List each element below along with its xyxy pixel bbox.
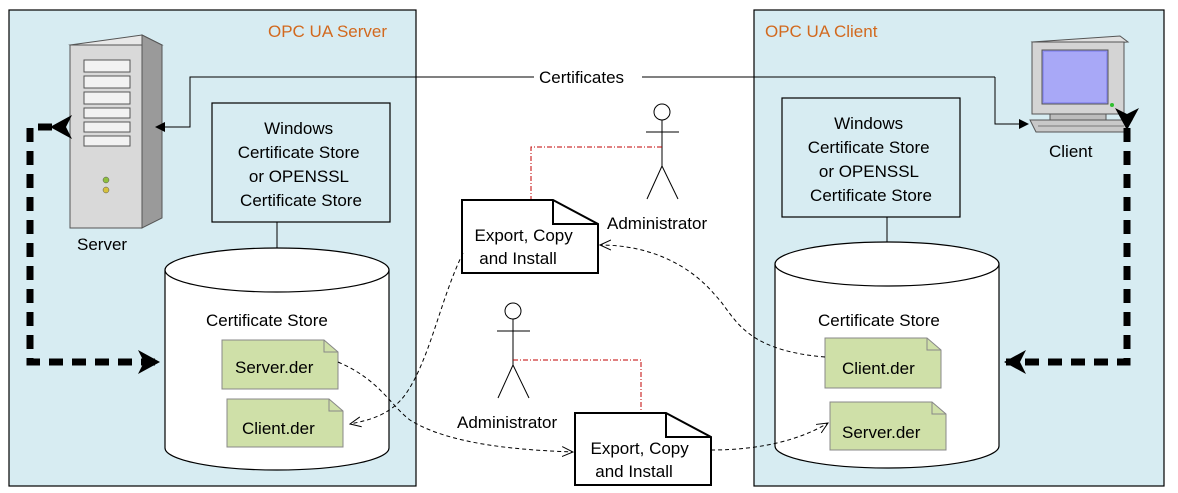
client-label: Client — [1049, 142, 1093, 161]
admin-top-label: Administrator — [607, 214, 707, 233]
client-store-box-text: Windows Certificate Store or OPENSSL Cer… — [808, 114, 935, 205]
server-store-box — [211, 102, 391, 223]
flow-doc-top-to-server-client-der — [350, 252, 464, 424]
export-doc-top — [461, 199, 599, 274]
admin-top-link — [530, 146, 662, 200]
client-store-box — [781, 97, 961, 218]
server-panel-title: OPC UA Server — [268, 22, 387, 41]
export-doc-top-text: Export, Copy and Install — [475, 226, 578, 268]
client-file-client-der — [824, 337, 942, 389]
server-file-server-der-label: Server.der — [235, 358, 314, 377]
client-panel-title: OPC UA Client — [765, 22, 878, 41]
server-cylinder-label: Certificate Store — [206, 311, 328, 330]
admin-bottom-label: Administrator — [457, 413, 557, 432]
flow-doc-bottom-to-client-server-der — [710, 423, 828, 451]
server-file-server-der — [221, 339, 339, 390]
client-cylinder-label: Certificate Store — [818, 311, 940, 330]
server-label: Server — [77, 235, 127, 254]
administrator-stick-figure-icon — [497, 302, 530, 399]
administrator-stick-figure-icon — [646, 103, 679, 200]
flow-client-to-doc-top — [600, 245, 826, 358]
client-file-client-der-label: Client.der — [842, 359, 915, 378]
certificates-label: Certificates — [539, 68, 624, 87]
export-doc-bottom — [574, 412, 712, 486]
server-file-client-der — [226, 398, 344, 448]
server-tower-icon — [68, 34, 164, 229]
client-file-server-der — [829, 401, 947, 451]
export-doc-bottom-text: Export, Copy and Install — [591, 439, 694, 481]
admin-bottom-link — [513, 359, 642, 413]
server-file-client-der-label: Client.der — [242, 419, 315, 438]
server-store-box-text: Windows Certificate Store or OPENSSL Cer… — [238, 119, 365, 210]
client-file-server-der-label: Server.der — [842, 423, 921, 442]
certificates-line — [994, 77, 1029, 129]
client-thick-link — [1004, 108, 1139, 374]
server-thick-link — [26, 115, 160, 374]
